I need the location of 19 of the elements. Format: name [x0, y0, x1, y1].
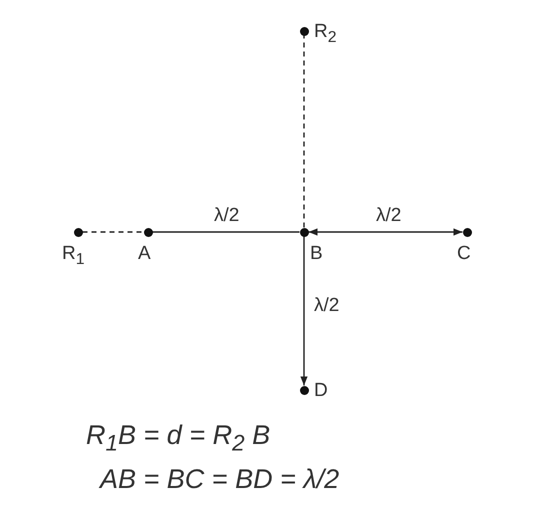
equation: AB = BC = BD = λ/2 [100, 466, 340, 493]
point-marker [300, 386, 308, 394]
equation: R$_{1}$B = d = R$_{2}$ B [86, 422, 270, 455]
point-label: R$_{2}$ [314, 22, 337, 46]
point-marker [300, 26, 308, 36]
dashed-line [303, 36, 305, 228]
point-label: C [457, 244, 471, 263]
point-marker [300, 228, 308, 236]
point-label: B [310, 244, 323, 263]
point-label: R$_{1}$ [62, 244, 85, 268]
arrow [300, 236, 308, 386]
dashed-line [82, 231, 144, 233]
point-marker [144, 228, 152, 236]
point-label: A [138, 244, 151, 263]
arrow [308, 228, 462, 236]
line [152, 231, 300, 233]
point-marker [74, 228, 82, 236]
point-label: D [314, 381, 328, 400]
point-marker [462, 228, 472, 236]
